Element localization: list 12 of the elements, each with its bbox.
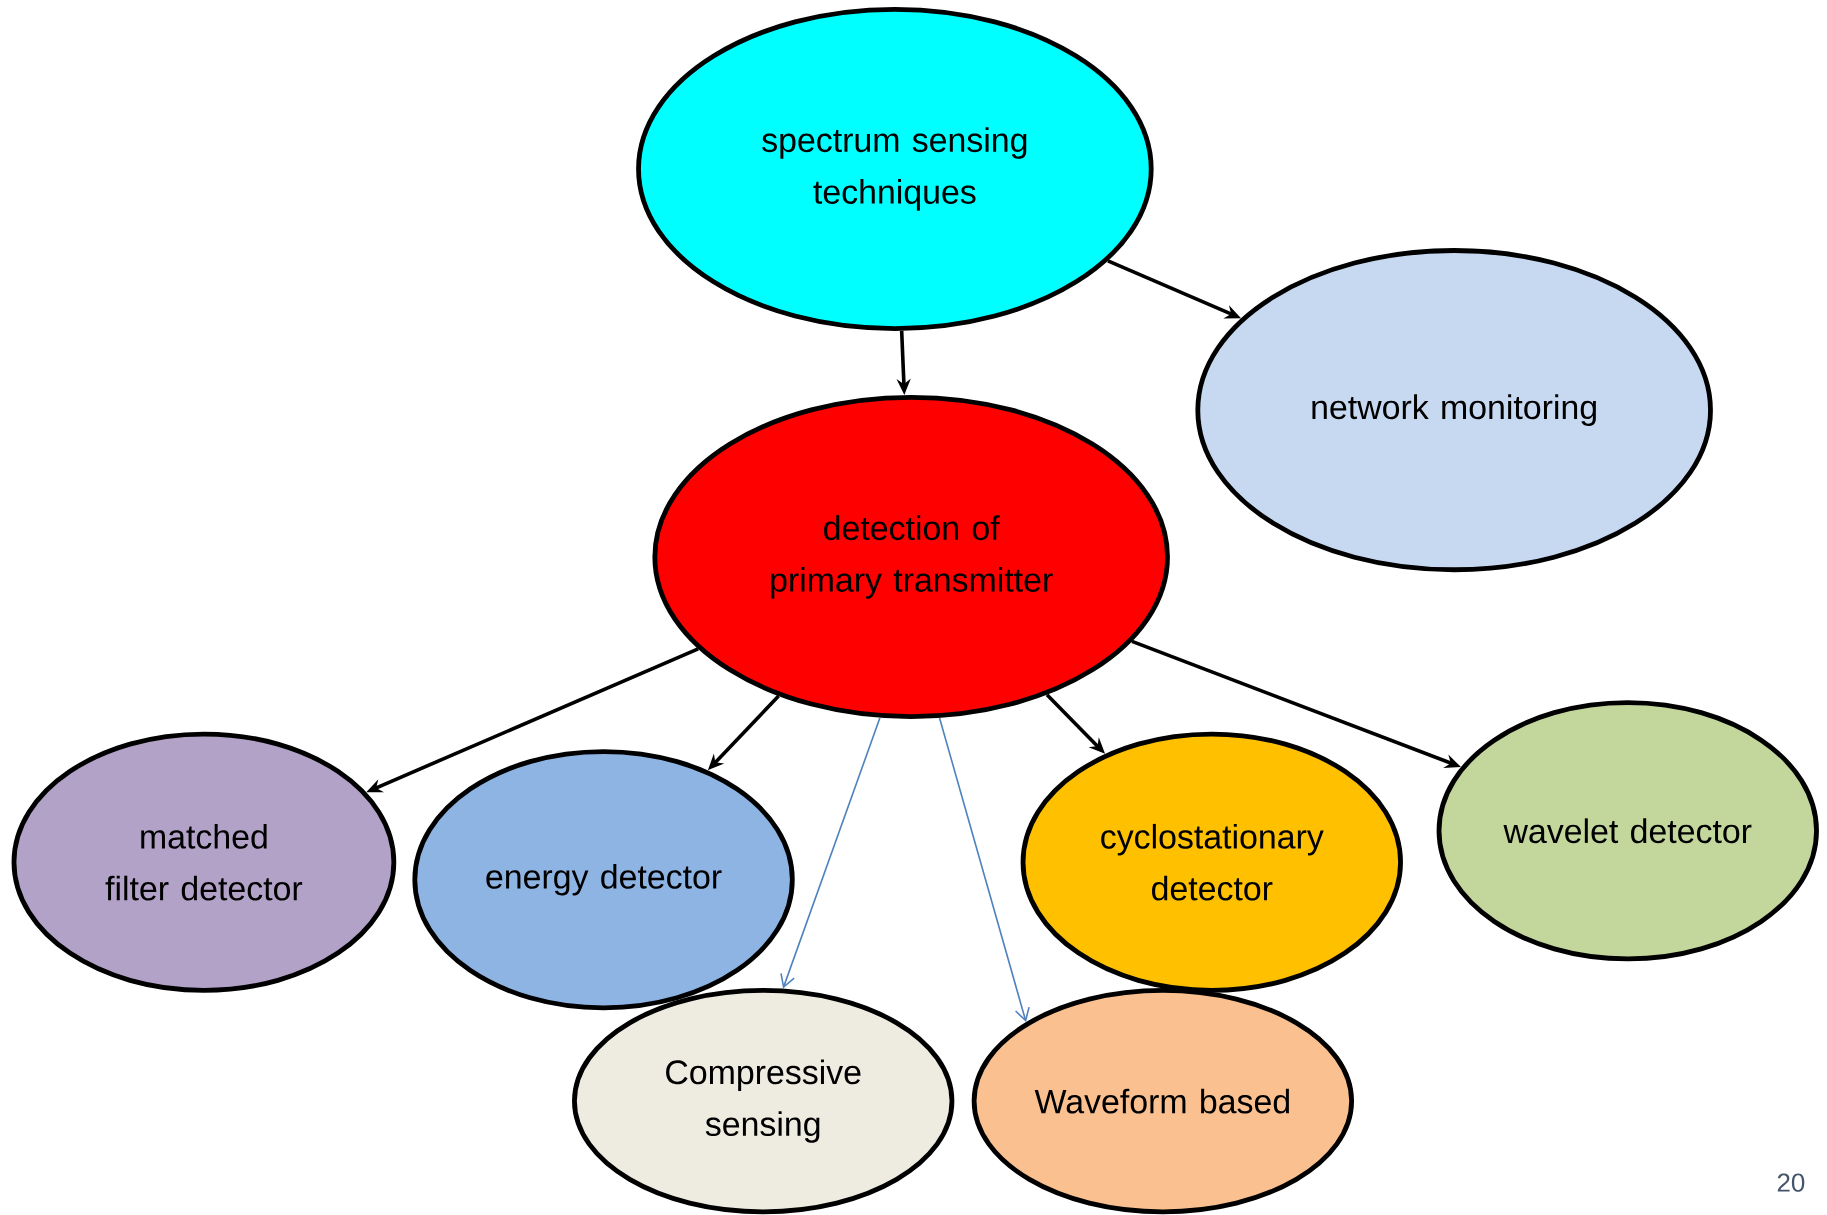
ellipse-node: wavelet detector	[1436, 700, 1819, 962]
ellipse-node: detection of primary transmitter	[652, 394, 1170, 719]
page-number: 20	[1777, 1173, 1805, 1192]
ellipse-node: Compressive sensing	[572, 987, 955, 1215]
arrow	[938, 717, 1030, 1022]
arrow	[780, 716, 881, 989]
ellipse-node: cyclostationary detector	[1020, 731, 1403, 993]
ellipse-node: energy detector	[412, 749, 795, 1011]
ellipse-node: spectrum sensing techniques	[636, 6, 1154, 331]
ellipse-node: network monitoring	[1195, 248, 1713, 573]
ellipse-node: Waveform based	[971, 987, 1354, 1215]
ellipse-node: matched filter detector	[11, 731, 397, 993]
